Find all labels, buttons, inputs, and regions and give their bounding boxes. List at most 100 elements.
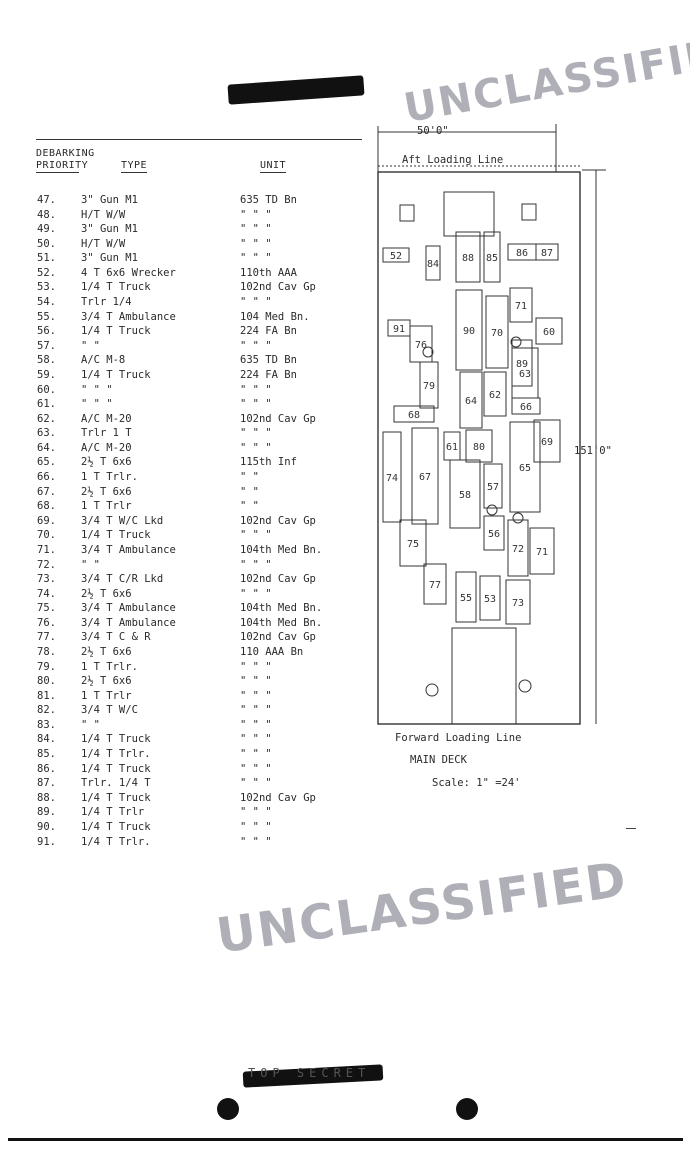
priority-number: 71. <box>37 543 56 556</box>
unit-name: 102nd Cav Gp <box>240 631 316 644</box>
unit-name: 102nd Cav Gp <box>240 514 316 527</box>
unit-name: 102nd Cav Gp <box>240 573 316 586</box>
unit-name: 102nd Cav Gp <box>240 412 316 425</box>
priority-number: 81. <box>37 689 56 702</box>
vehicle-spot-number: 90 <box>463 326 475 337</box>
vehicle-spot <box>399 519 427 567</box>
vehicle-spot <box>483 231 501 283</box>
unit-name: " " " <box>240 718 272 731</box>
unit-name: " " " <box>240 704 272 717</box>
classification-stamp-middle: UNCLASSIFIED <box>213 851 632 965</box>
priority-number: 61. <box>37 398 56 411</box>
priority-number: 73. <box>37 573 56 586</box>
vehicle-type: 1/4 T Truck <box>81 791 151 804</box>
forward-loading-line-label: Forward Loading Line <box>395 732 522 744</box>
unit-name: " " " <box>240 748 272 761</box>
vehicle-type: 3/4 T Ambulance <box>81 543 176 556</box>
vehicle-type: 3/4 T W/C Lkd <box>81 514 164 527</box>
priority-number: 64. <box>37 441 56 454</box>
priority-number: 88. <box>37 791 56 804</box>
unit-name: 102nd Cav Gp <box>240 281 316 294</box>
vehicle-spot-number: 52 <box>390 251 402 262</box>
vehicle-spot-number: 60 <box>543 327 555 338</box>
deck-fitting <box>521 203 537 221</box>
priority-number: 82. <box>37 704 56 717</box>
vehicle-spot-number: 88 <box>462 253 474 264</box>
vehicle-spot-number: 79 <box>423 381 435 392</box>
vehicle-spot-number: 65 <box>519 463 531 474</box>
priority-number: 56. <box>37 325 56 338</box>
vehicle-spot-number: 56 <box>488 529 500 540</box>
margin-tick <box>626 828 636 829</box>
priority-number: 65. <box>37 456 56 469</box>
priority-number: 63. <box>37 427 56 440</box>
punch-hole-left <box>217 1098 239 1120</box>
vehicle-type: 1 T Trlr <box>81 689 132 702</box>
unit-name: " " " <box>240 208 272 221</box>
unit-name: " " " <box>240 529 272 542</box>
header-unit: UNIT <box>260 160 287 173</box>
priority-number: 67. <box>37 485 56 498</box>
priority-number: 48. <box>37 208 56 221</box>
vehicle-spot <box>419 361 439 409</box>
vehicle-spot-number: 69 <box>541 437 553 448</box>
unit-name: 104th Med Bn. <box>240 543 323 556</box>
vehicle-spot <box>393 405 435 423</box>
priority-number: 76. <box>37 616 56 629</box>
vehicle-spot-number: 89 <box>516 359 528 370</box>
priority-number: 58. <box>37 354 56 367</box>
unit-name: " " " <box>240 762 272 775</box>
vehicle-type: 3" Gun M1 <box>81 252 138 265</box>
vehicle-type: 3" Gun M1 <box>81 194 138 206</box>
vehicle-type: Trlr. 1/4 T <box>81 777 151 790</box>
priority-number: 87. <box>37 777 56 790</box>
vehicle-spot-number: 73 <box>512 598 524 609</box>
unit-name: 224 FA Bn <box>240 325 297 338</box>
unit-name: " " " <box>240 689 272 702</box>
length-dimension-label: 151'0" <box>574 445 612 457</box>
vehicle-type: 1/4 T Trlr. <box>81 835 151 848</box>
vehicle-type: 2½ T 6x6 <box>81 587 132 600</box>
vehicle-spot <box>382 431 402 523</box>
unit-name: " " " <box>240 398 272 411</box>
vehicle-type: 1 T Trlr. <box>81 660 138 673</box>
unit-name: " " " <box>240 383 272 396</box>
vehicle-spot-number: 85 <box>486 253 498 264</box>
priority-number: 55. <box>37 310 56 323</box>
vehicle-spot <box>382 247 410 263</box>
vehicle-type: " " <box>81 558 100 571</box>
vehicle-spot <box>411 427 439 525</box>
vehicle-type: H/T W/W <box>81 208 126 221</box>
unit-name: " " <box>240 500 259 513</box>
unit-name: " " " <box>240 296 272 309</box>
unit-name: " " <box>240 471 259 484</box>
priority-number: 68. <box>37 500 56 513</box>
vehicle-spot <box>483 371 507 417</box>
vehicle-spot-number: 80 <box>473 442 485 453</box>
vehicle-spot-number: 71 <box>515 301 527 312</box>
vehicle-type: 3" Gun M1 <box>81 223 138 236</box>
vehicle-spot-number: 86 <box>516 248 528 259</box>
vehicle-spot <box>455 231 481 283</box>
vehicle-spot <box>423 563 447 605</box>
header-type: TYPE <box>121 160 148 173</box>
vehicle-type: " " " <box>81 383 113 396</box>
vehicle-spot-number: 74 <box>386 473 398 484</box>
vehicle-spot <box>509 421 541 513</box>
page-bottom-line <box>8 1138 683 1141</box>
deck-fitting <box>512 512 524 524</box>
vehicle-spot-number: 62 <box>489 390 501 401</box>
unit-name: 102nd Cav Gp <box>240 791 316 804</box>
unit-name: " " " <box>240 835 272 848</box>
vehicle-spot-number: 77 <box>429 580 441 591</box>
unit-name: " " " <box>240 777 272 790</box>
unit-name: " " " <box>240 820 272 833</box>
deck-fitting <box>486 504 498 516</box>
redaction-bar-top <box>227 75 365 105</box>
vehicle-type: 2½ T 6x6 <box>81 456 132 469</box>
unit-name: 104th Med Bn. <box>240 602 323 615</box>
vehicle-type: A/C M-8 <box>81 354 126 367</box>
deck-fitting <box>518 679 532 693</box>
hatch-cover-forward <box>451 627 517 725</box>
